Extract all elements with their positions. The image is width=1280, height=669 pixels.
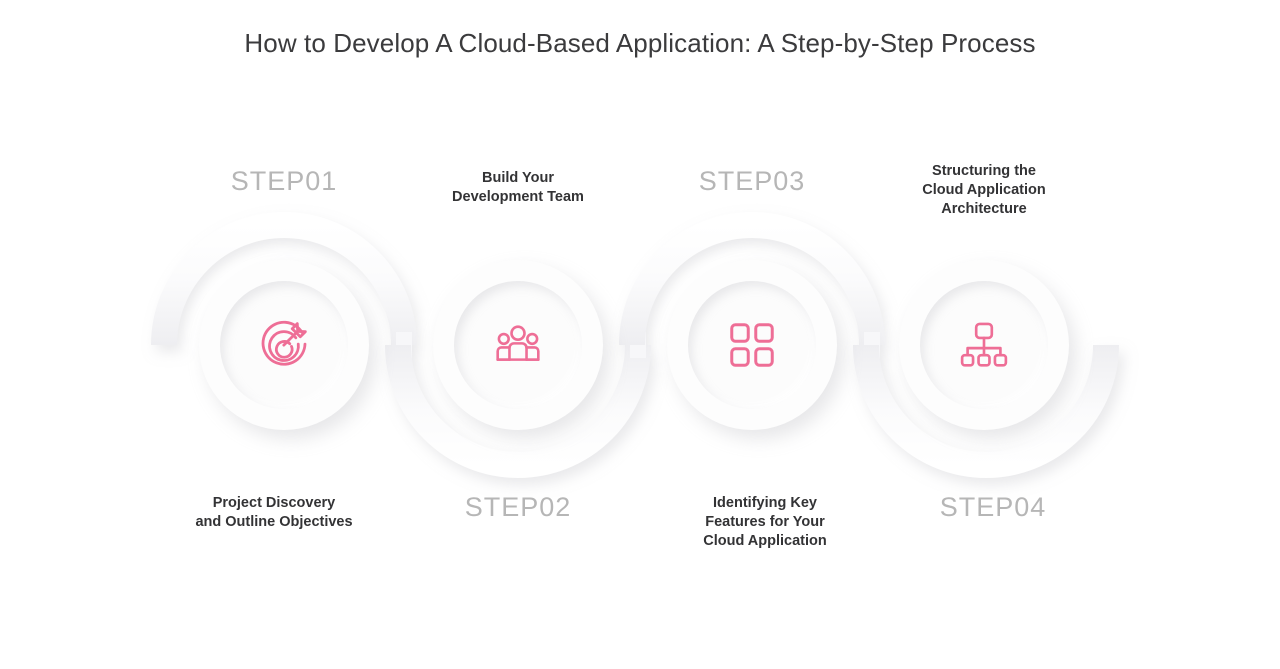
step-3-number: 03	[773, 166, 806, 196]
step-4-number: 04	[1014, 492, 1047, 522]
step-node-3[interactable]	[667, 260, 837, 430]
step-4-desc-line-2: Cloud Application	[922, 182, 1046, 198]
step-3-step-word: STEP	[698, 166, 774, 196]
step-4-desc-line-1: Structuring the	[932, 163, 1036, 179]
step-2-desc-line-2: Development Team	[452, 189, 584, 205]
step-2-number-label: STEP02	[368, 494, 668, 521]
step-3-desc-line-3: Cloud Application	[703, 533, 827, 549]
step-4-number-label: STEP04	[843, 494, 1143, 521]
grid-squares-icon	[722, 315, 782, 375]
target-arrow-icon	[254, 315, 314, 375]
step-node-4-inner	[920, 281, 1048, 409]
step-3-description: Identifying Key Features for Your Cloud …	[615, 494, 915, 551]
step-node-4[interactable]	[899, 260, 1069, 430]
step-1-number-label: STEP01	[134, 168, 434, 195]
step-4-desc-line-3: Architecture	[941, 201, 1027, 217]
step-1-number: 01	[305, 166, 338, 196]
step-2-description: Build Your Development Team	[368, 169, 668, 207]
step-2-number: 02	[539, 492, 572, 522]
step-node-1-inner	[220, 281, 348, 409]
step-node-3-inner	[688, 281, 816, 409]
page-title: How to Develop A Cloud-Based Application…	[244, 28, 1036, 58]
step-2-desc-line-1: Build Your	[482, 170, 554, 186]
step-node-2[interactable]	[433, 260, 603, 430]
team-people-icon	[488, 315, 548, 375]
step-1-step-word: STEP	[230, 166, 306, 196]
sitemap-hierarchy-icon	[954, 315, 1014, 375]
step-node-1[interactable]	[199, 260, 369, 430]
step-1-description: Project Discovery and Outline Objectives	[124, 494, 424, 532]
step-1-desc-line-1: Project Discovery	[212, 495, 336, 511]
step-1-desc-line-2: and Outline Objectives	[195, 514, 353, 530]
step-4-description: Structuring the Cloud Application Archit…	[834, 162, 1134, 219]
step-3-number-label: STEP03	[602, 168, 902, 195]
step-node-2-inner	[454, 281, 582, 409]
step-4-step-word: STEP	[939, 492, 1015, 522]
step-3-desc-line-1: Identifying Key	[713, 495, 817, 511]
step-2-step-word: STEP	[464, 492, 540, 522]
step-3-desc-line-2: Features for Your	[705, 514, 825, 530]
